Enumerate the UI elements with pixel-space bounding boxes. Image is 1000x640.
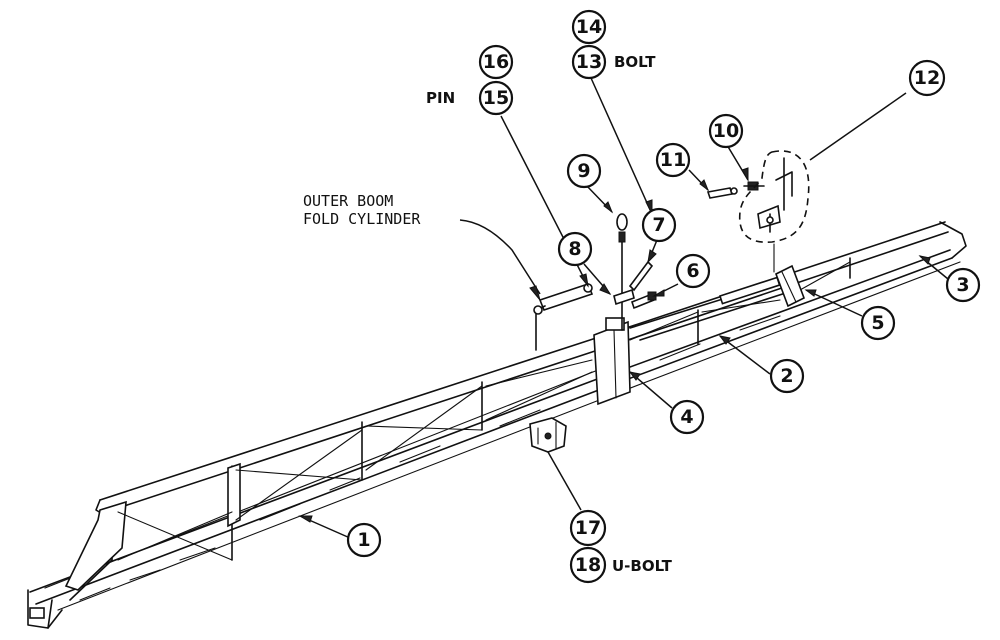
- callout-5: 5: [860, 305, 896, 341]
- arrowheads: [298, 167, 931, 523]
- bolt-label: BOLT: [614, 53, 656, 71]
- callout-11: 11: [655, 142, 691, 178]
- callout-5-label: 5: [871, 312, 884, 334]
- callout-2: 2: [769, 358, 805, 394]
- callout-14-label: 14: [576, 16, 602, 38]
- hinge-bracket: [774, 264, 806, 308]
- callout-4-label: 4: [680, 406, 693, 428]
- pivot-pin: [613, 213, 635, 331]
- clamp-bracket-17: [529, 417, 567, 453]
- callout-15: 15: [478, 80, 514, 116]
- callout-18: 18: [569, 546, 607, 584]
- bolt-6: [631, 291, 657, 310]
- fold-cylinder: [533, 283, 594, 351]
- callout-1-label: 1: [357, 529, 370, 551]
- callout-13-label: 13: [576, 51, 602, 73]
- callout-3-label: 3: [956, 274, 969, 296]
- callout-10-label: 10: [713, 120, 739, 142]
- pin-label: PIN: [426, 89, 455, 107]
- callout-7: 7: [641, 207, 677, 243]
- callout-12: 12: [908, 59, 946, 97]
- ubolt-label: U-BOLT: [612, 557, 673, 575]
- fold-hinge-block: [593, 317, 631, 406]
- callout-12-label: 12: [914, 67, 940, 89]
- boom-truss: [27, 221, 967, 629]
- callout-15-label: 15: [483, 87, 509, 109]
- callout-4: 4: [669, 399, 705, 435]
- callout-8-label: 8: [568, 238, 581, 260]
- callout-6-label: 6: [686, 260, 699, 282]
- outer-boom-label-line2: FOLD CYLINDER: [303, 210, 421, 228]
- bolt-7: [628, 260, 654, 292]
- callout-2-label: 2: [780, 365, 793, 387]
- callout-17-label: 17: [575, 517, 601, 539]
- callout-14: 14: [571, 9, 607, 45]
- callout-18-label: 18: [575, 554, 601, 576]
- bolt-11: [706, 187, 738, 199]
- callout-6: 6: [675, 253, 711, 289]
- callout-9: 9: [566, 153, 602, 189]
- callout-11-label: 11: [660, 149, 686, 171]
- nut-10: [743, 181, 765, 191]
- callout-1: 1: [346, 522, 382, 558]
- callout-13: 13: [571, 44, 607, 80]
- callout-8: 8: [557, 231, 593, 267]
- detail-bracket-12: [738, 150, 810, 273]
- callout-7-label: 7: [652, 214, 665, 236]
- callout-17: 17: [569, 509, 607, 547]
- leader-lines: [299, 77, 949, 539]
- outer-boom-label-line1: OUTER BOOM: [303, 192, 393, 210]
- callout-16-label: 16: [483, 51, 509, 73]
- callout-9-label: 9: [577, 160, 590, 182]
- callout-10: 10: [708, 113, 744, 149]
- callout-3: 3: [945, 267, 981, 303]
- callout-16: 16: [478, 44, 514, 80]
